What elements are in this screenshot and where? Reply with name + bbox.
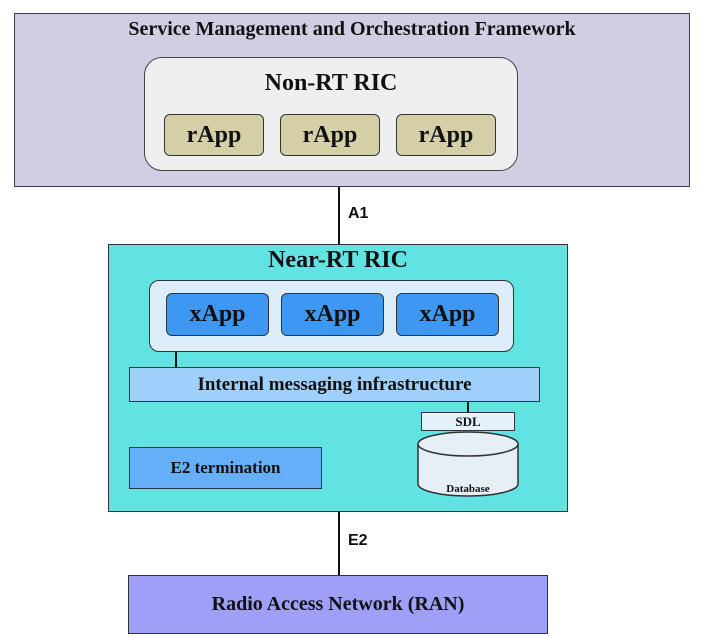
rapp-box-2: rApp bbox=[280, 114, 380, 156]
database-cylinder-icon bbox=[417, 431, 519, 497]
xapp-box-1: xApp bbox=[166, 293, 269, 336]
e2-interface-label: E2 bbox=[348, 532, 368, 549]
database-label: Database bbox=[446, 483, 490, 495]
a1-connector-line bbox=[338, 187, 340, 244]
e2-termination-box: E2 termination bbox=[129, 447, 322, 489]
a1-interface-label: A1 bbox=[348, 205, 369, 222]
smo-framework-title: Service Management and Orchestration Fra… bbox=[128, 18, 576, 40]
xapp-box-3: xApp bbox=[396, 293, 499, 336]
near-rt-ric-title: Near-RT RIC bbox=[268, 247, 408, 273]
e2-connector-line bbox=[338, 512, 340, 575]
internal-messaging-bar: Internal messaging infrastructure bbox=[129, 367, 540, 402]
non-rt-ric-title: Non-RT RIC bbox=[264, 70, 398, 96]
rapp-box-1: rApp bbox=[164, 114, 264, 156]
ran-box: Radio Access Network (RAN) bbox=[128, 575, 548, 634]
xapp-box-2: xApp bbox=[281, 293, 384, 336]
sdl-box: SDL bbox=[421, 412, 515, 431]
rapp-box-3: rApp bbox=[396, 114, 496, 156]
xapp-messaging-connector bbox=[175, 352, 177, 367]
messaging-sdl-connector bbox=[467, 402, 469, 412]
